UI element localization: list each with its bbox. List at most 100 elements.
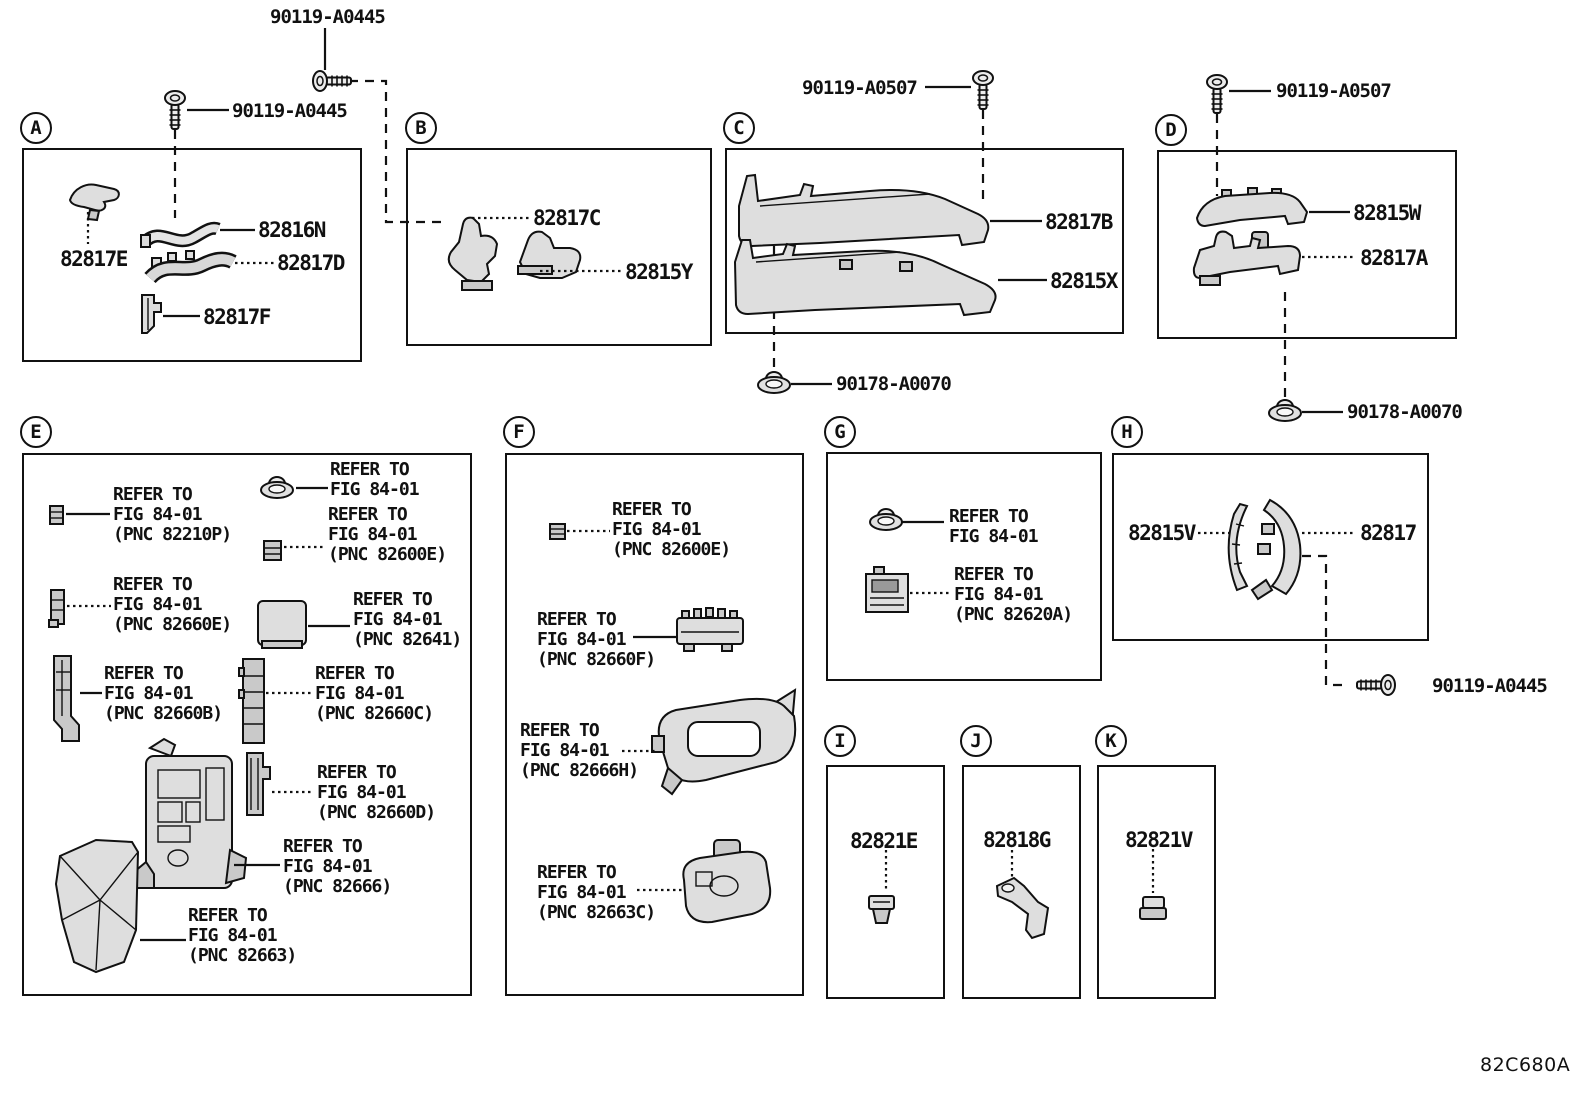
- section-c-box: [725, 148, 1124, 334]
- clip-icon: [1268, 399, 1302, 422]
- screw-icon: [1206, 74, 1228, 114]
- refer-note: REFER TO FIG 84-01 (PNC 82641): [353, 589, 462, 650]
- figure-code: 82C680A: [1480, 1054, 1571, 1076]
- clip-icon: [869, 508, 903, 531]
- fastener-label: 90178-A0070: [836, 373, 952, 395]
- fastener-label: 90119-A0507: [1276, 80, 1392, 102]
- refer-note: REFER TO FIG 84-01: [949, 506, 1039, 547]
- section-b-box: [406, 148, 712, 346]
- part-pnc-82663c-drawing: [682, 839, 772, 924]
- refer-note: REFER TO FIG 84-01 (PNC 82660D): [317, 762, 436, 823]
- part-82818g-drawing: [995, 876, 1050, 940]
- section-e-box: [22, 453, 472, 996]
- part-pnc-82666-drawing: [133, 737, 248, 889]
- section-f-badge: F: [503, 416, 535, 448]
- section-i-badge: I: [824, 725, 856, 757]
- part-label-82817f: 82817F: [203, 305, 271, 329]
- section-i-box: [826, 765, 945, 999]
- part-82817b-drawing: [738, 173, 990, 248]
- part-pnc-82620a-drawing: [865, 566, 909, 613]
- screw-icon: [972, 70, 994, 110]
- refer-note: REFER TO FIG 84-01 (PNC 82660C): [315, 663, 434, 724]
- part-label-82821v: 82821V: [1125, 828, 1193, 852]
- refer-note: REFER TO FIG 84-01 (PNC 82660E): [113, 574, 232, 635]
- section-e-badge: E: [20, 416, 52, 448]
- section-k-badge: K: [1095, 725, 1127, 757]
- refer-note: REFER TO FIG 84-01 (PNC 82666H): [520, 720, 639, 781]
- refer-note: REFER TO FIG 84-01 (PNC 82210P): [113, 484, 232, 545]
- part-pnc-82666h-drawing: [651, 688, 797, 796]
- part-82817f-drawing: [141, 294, 162, 334]
- h-screw-dashed-route: [1302, 554, 1348, 687]
- section-d-box: [1157, 150, 1457, 339]
- section-f-box: [505, 453, 804, 996]
- part-label-82815y: 82815Y: [625, 260, 693, 284]
- section-a-box: [22, 148, 362, 362]
- part-82815v-drawing: [1227, 502, 1249, 592]
- part-label-82817b: 82817B: [1045, 210, 1113, 234]
- section-h-badge: H: [1111, 416, 1143, 448]
- section-j-badge: J: [960, 725, 992, 757]
- refer-note: REFER TO FIG 84-01 (PNC 82600E): [612, 499, 731, 560]
- part-82817d-drawing: [144, 250, 237, 284]
- fastener-label: 90119-A0445: [1432, 675, 1548, 697]
- fastener-label: 90119-A0445: [270, 6, 386, 28]
- part-82815x-drawing: [733, 239, 997, 317]
- top-a-dashed-route: [349, 79, 448, 224]
- part-label-82817c: 82817C: [533, 206, 601, 230]
- clip-icon: [260, 476, 294, 499]
- screw-icon: [1356, 674, 1396, 696]
- screw-icon: [312, 70, 352, 92]
- part-pnc-82660c-drawing: [238, 658, 265, 744]
- part-82815w-drawing: [1195, 187, 1309, 228]
- refer-note: REFER TO FIG 84-01 (PNC 82666): [283, 836, 392, 897]
- part-pnc-82660f-drawing: [676, 607, 744, 652]
- part-pnc-82641-drawing: [257, 600, 307, 649]
- part-label-82817a: 82817A: [1360, 246, 1428, 270]
- part-pnc-82600e-e-drawing: [263, 540, 282, 561]
- part-label-82821e: 82821E: [850, 829, 918, 853]
- fastener-label: 90119-A0445: [232, 100, 348, 122]
- section-j-box: [962, 765, 1081, 999]
- part-82817c-drawing: [447, 216, 499, 291]
- part-label-82817d: 82817D: [277, 251, 345, 275]
- part-label-82817: 82817: [1360, 521, 1417, 545]
- refer-note: REFER TO FIG 84-01 (PNC 82660F): [537, 609, 656, 670]
- part-pnc-82663-drawing: [54, 838, 140, 974]
- refer-note: REFER TO FIG 84-01: [330, 459, 420, 500]
- refer-note: REFER TO FIG 84-01 (PNC 82600E): [328, 504, 447, 565]
- part-82817a-drawing: [1192, 230, 1302, 286]
- fastener-label: 90178-A0070: [1347, 401, 1463, 423]
- part-label-82815v: 82815V: [1128, 521, 1196, 545]
- part-pnc-82660b-drawing: [53, 655, 80, 742]
- part-label-82815w: 82815W: [1353, 201, 1421, 225]
- section-k-box: [1097, 765, 1216, 999]
- part-label-82817e: 82817E: [60, 247, 128, 271]
- part-82821e-drawing: [868, 895, 895, 924]
- part-label-82816n: 82816N: [258, 218, 326, 242]
- refer-note: REFER TO FIG 84-01 (PNC 82663C): [537, 862, 656, 923]
- fastener-label: 90119-A0507: [802, 77, 918, 99]
- section-c-badge: C: [723, 112, 755, 144]
- refer-note: REFER TO FIG 84-01 (PNC 82620A): [954, 564, 1073, 625]
- part-82817e-drawing: [68, 183, 120, 222]
- part-label-82818g: 82818G: [983, 828, 1051, 852]
- part-82821v-drawing: [1139, 896, 1167, 920]
- part-pnc-82660e-drawing: [48, 589, 65, 628]
- part-82816n-drawing: [140, 221, 221, 248]
- refer-note: REFER TO FIG 84-01 (PNC 82663): [188, 905, 297, 966]
- screw-icon: [164, 90, 186, 130]
- part-label-82815x: 82815X: [1050, 269, 1118, 293]
- part-pnc-82660d-drawing: [246, 752, 271, 816]
- section-g-badge: G: [824, 416, 856, 448]
- clip-icon: [757, 371, 791, 394]
- section-g-box: [826, 452, 1102, 681]
- part-82817-drawing: [1250, 498, 1302, 601]
- refer-note: REFER TO FIG 84-01 (PNC 82660B): [104, 663, 223, 724]
- part-pnc-82210p-drawing: [49, 505, 64, 525]
- section-b-badge: B: [405, 112, 437, 144]
- part-pnc-82600e-f-drawing: [549, 523, 566, 540]
- section-d-badge: D: [1155, 114, 1187, 146]
